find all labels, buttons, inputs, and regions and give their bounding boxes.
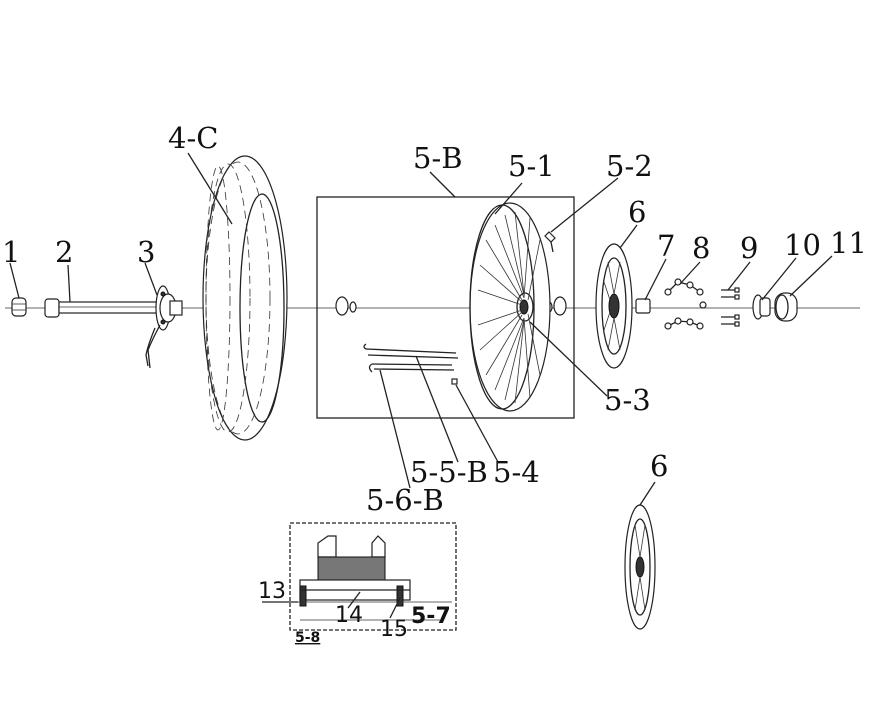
part-10-flange-nut <box>752 294 771 320</box>
label-part-5-8: 5-8 <box>295 630 320 646</box>
label-part-5-2: 5-2 <box>606 149 653 183</box>
part-1-nut <box>11 297 27 317</box>
label-part-8: 8 <box>692 231 710 265</box>
label-part-2: 2 <box>55 235 73 269</box>
part-5-2-valve <box>544 231 556 253</box>
part-3-hub-flange <box>145 285 183 369</box>
part-5-1-spoked-rim <box>469 202 551 412</box>
label-part-5b: 5-B <box>413 141 463 175</box>
label-part-5-5b: 5-5-B <box>410 455 488 489</box>
part-4c-tyre <box>202 155 288 441</box>
part-7-spacer <box>635 298 651 314</box>
part-5-5b-spokes <box>363 343 459 359</box>
label-part-5-7: 5-7 <box>411 604 451 629</box>
part-11-axle-cap <box>774 292 798 322</box>
rim-assembly-box <box>316 196 575 419</box>
bearing-left <box>335 296 357 316</box>
label-part-13: 13 <box>258 579 286 604</box>
label-part-1: 1 <box>2 235 20 269</box>
part-6-brake-disc-top <box>595 243 633 369</box>
label-part-4c: 4-C <box>168 121 218 155</box>
label-part-6-bottom: 6 <box>650 449 668 483</box>
part-5-6b-spokes <box>368 363 455 373</box>
label-part-14: 14 <box>335 603 363 628</box>
label-part-5-4: 5-4 <box>493 455 540 489</box>
label-part-5-3: 5-3 <box>604 383 651 417</box>
label-part-10: 10 <box>784 228 821 262</box>
label-part-15: 15 <box>380 617 408 642</box>
label-part-5-1: 5-1 <box>508 149 555 183</box>
label-part-7: 7 <box>657 229 675 263</box>
part-5-4-nipple <box>451 378 458 385</box>
label-part-3: 3 <box>137 235 155 269</box>
leader-lines <box>9 152 833 619</box>
hub-section-view <box>270 522 457 631</box>
part-9-bolts <box>721 287 740 327</box>
label-part-5-6b: 5-6-B <box>366 483 444 517</box>
label-part-9: 9 <box>740 231 758 265</box>
part-6-brake-disc-bottom <box>624 504 656 630</box>
label-part-11: 11 <box>830 226 867 260</box>
part-2-axle <box>44 298 158 318</box>
label-part-6-top: 6 <box>628 195 646 229</box>
part-8-brackets <box>664 278 707 330</box>
